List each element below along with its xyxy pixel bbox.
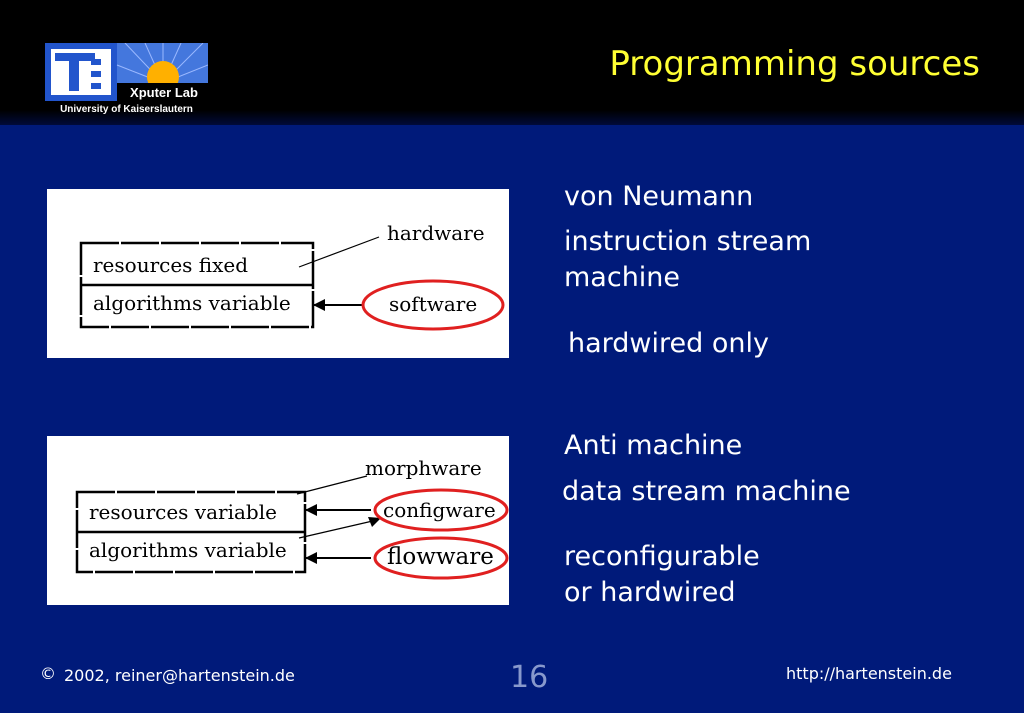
footer-copyright: 2002, reiner@hartenstein.de	[64, 666, 295, 685]
xputer-lab-logo: Xputer Lab University of Kaiserslautern	[45, 42, 209, 119]
diagram-von-neumann: resources fixed algorithms variable hard…	[47, 189, 509, 358]
diagram-von-neumann-lines	[79, 236, 505, 331]
diagram-anti-machine: resources variable algorithms variable m…	[47, 436, 509, 605]
label-algorithms-variable-2: algorithms variable	[89, 538, 287, 562]
text-anti-machine: Anti machine	[564, 430, 743, 461]
diagram-anti-machine-lines	[75, 475, 509, 580]
text-von-neumann: von Neumann	[564, 181, 754, 212]
label-algorithms-variable: algorithms variable	[93, 291, 291, 315]
label-resources-fixed: resources fixed	[93, 253, 249, 277]
logo-caption: University of Kaiserslautern	[60, 104, 193, 115]
text-hardwired-only: hardwired only	[568, 328, 769, 359]
text-or-hardwired: or hardwired	[564, 577, 736, 608]
label-software: software	[389, 292, 478, 316]
slide-title: Programming sources	[609, 44, 980, 84]
copyright-icon: ©	[40, 664, 56, 683]
logo-text: Xputer Lab	[130, 85, 198, 100]
label-morphware: morphware	[365, 456, 482, 480]
text-data-stream-machine: data stream machine	[562, 476, 851, 507]
page-number: 16	[510, 660, 549, 695]
label-resources-variable: resources variable	[89, 500, 277, 524]
university-logo-icon	[45, 42, 209, 101]
label-configware: configware	[383, 498, 496, 522]
label-flowware: flowware	[387, 544, 494, 570]
text-machine: machine	[564, 262, 681, 293]
label-hardware: hardware	[387, 221, 485, 245]
text-reconfigurable: reconfigurable	[564, 541, 760, 572]
text-instruction-stream: instruction stream	[564, 226, 812, 257]
footer-url[interactable]: http://hartenstein.de	[786, 664, 952, 683]
